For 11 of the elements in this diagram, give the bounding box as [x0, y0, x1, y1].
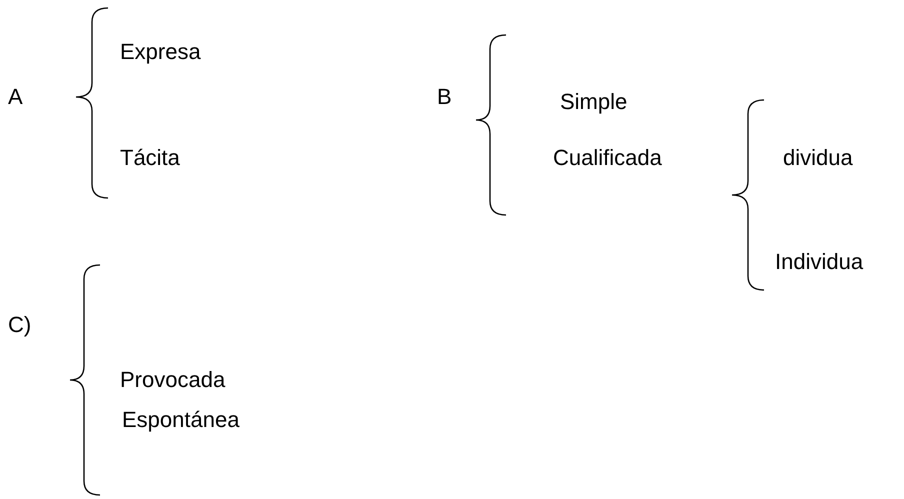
category-text: Provocada [120, 367, 226, 393]
category-text: Tácita [120, 145, 180, 171]
category-text: A [8, 84, 23, 110]
category-text: B [437, 84, 452, 110]
category-text: Espontánea [122, 407, 240, 433]
category-text: Expresa [120, 39, 201, 65]
category-text: Simple [560, 89, 628, 115]
category-text: dividua [783, 145, 853, 171]
category-text: Individua [775, 249, 864, 275]
category-text: C) [8, 312, 32, 338]
category-text: Cualificada [553, 145, 662, 171]
